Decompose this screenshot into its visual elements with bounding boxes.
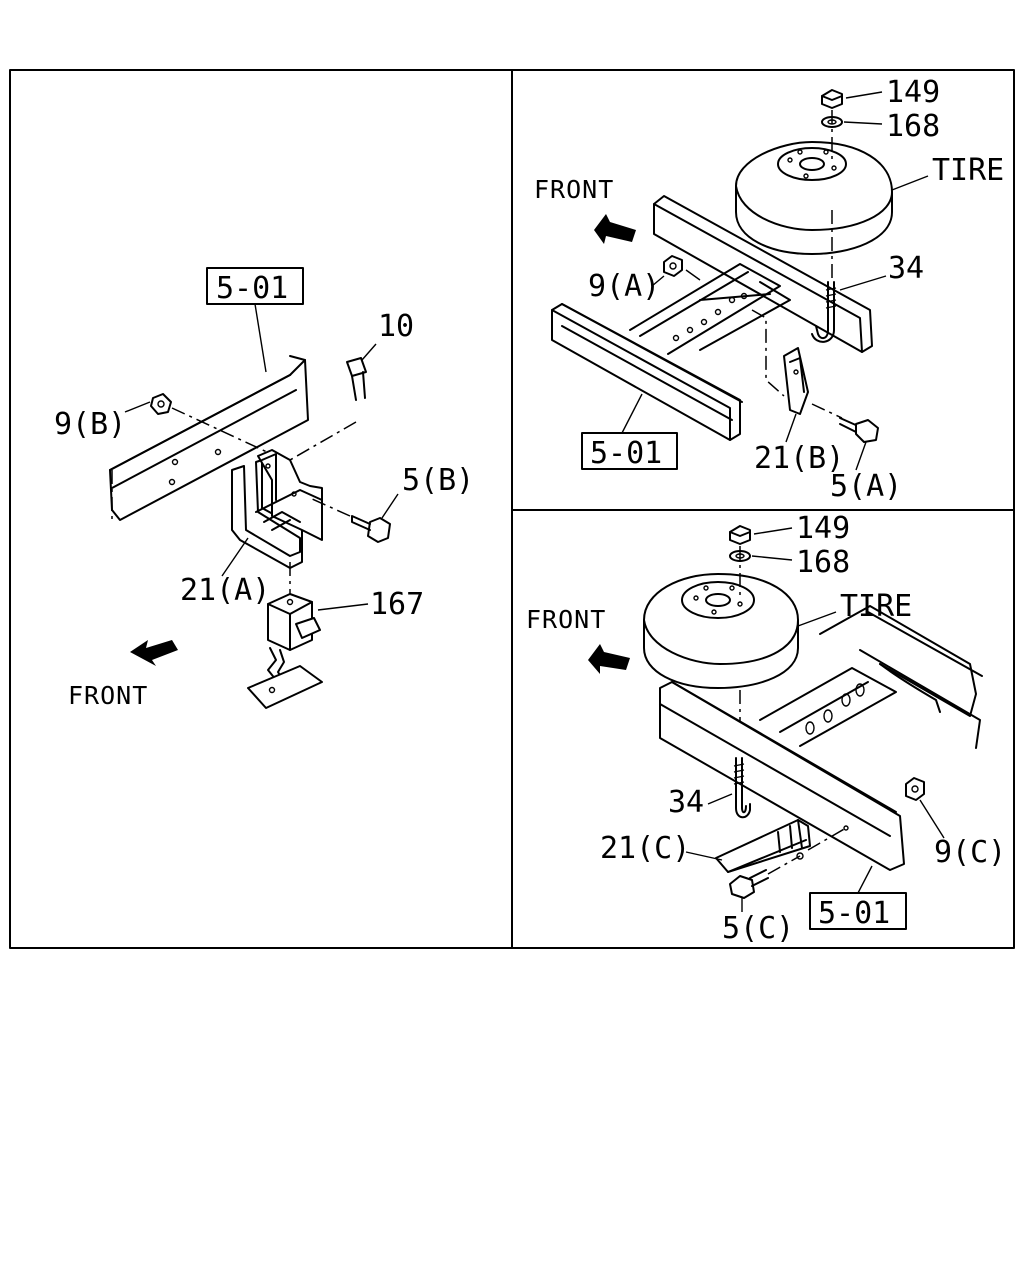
front-arrow-icon	[588, 644, 630, 674]
frame-bottom	[659, 605, 983, 871]
front-indicator-left: FRONT	[68, 640, 178, 710]
callout-9c: 9(C)	[934, 835, 1006, 870]
frame-top	[551, 195, 873, 441]
callout-34: 34	[888, 251, 924, 286]
callout-tire: TIRE	[840, 589, 912, 624]
ref-box-5-01-top: 5-01	[581, 393, 678, 471]
front-indicator-bottom: FRONT	[526, 605, 630, 674]
front-label: FRONT	[526, 605, 606, 634]
callout-34: 34	[668, 785, 704, 820]
callout-167: 167	[370, 587, 424, 622]
bolt-10: 10	[289, 309, 414, 461]
left-panel: 5-01 10 9(B) 21(A)	[54, 267, 474, 710]
bolt-5c: 5(C)	[722, 855, 801, 946]
front-arrow-icon	[594, 214, 636, 244]
ref-box-5-01-left: 5-01	[206, 267, 304, 373]
bracket-21b: 21(B)	[751, 309, 844, 476]
callout-149: 149	[796, 511, 850, 546]
ref-box-label: 5-01	[216, 271, 288, 306]
nut-9c: 9(C)	[905, 777, 1006, 870]
ref-box-label: 5-01	[818, 896, 890, 931]
callout-9b: 9(B)	[54, 407, 126, 442]
callout-21a: 21(A)	[180, 573, 270, 608]
callout-10: 10	[378, 309, 414, 344]
tire-top: TIRE	[735, 110, 1004, 280]
hook-bolt-34-top: 34	[811, 251, 924, 343]
diagram-frame	[9, 69, 1015, 949]
washer-168-top: 168	[821, 109, 940, 144]
callout-5b: 5(B)	[402, 463, 474, 498]
washer-168-bottom: 168	[729, 545, 850, 580]
top-right-panel: 149 168 TIRE	[534, 75, 1004, 504]
front-indicator-top: FRONT	[534, 175, 636, 244]
callout-21c: 21(C)	[600, 831, 690, 866]
nut-9b: 9(B)	[54, 393, 281, 459]
callout-5a: 5(A)	[830, 469, 902, 504]
bracket-21c: 21(C)	[600, 819, 847, 873]
ref-box-label: 5-01	[590, 436, 662, 471]
bolt-5b: 5(B)	[309, 463, 474, 543]
bolt-5a: 5(A)	[811, 403, 902, 504]
nut-149-top: 149	[821, 75, 940, 110]
nut-9a: 9(A)	[588, 255, 701, 304]
callout-21b: 21(B)	[754, 441, 844, 476]
callout-168: 168	[886, 109, 940, 144]
frame-rail-left	[109, 355, 309, 521]
nut-149-bottom: 149	[729, 511, 850, 546]
callout-9a: 9(A)	[588, 269, 660, 304]
front-arrow-icon	[130, 640, 178, 666]
bottom-right-panel: 149 168 TIRE	[526, 511, 1006, 946]
bracket-21a: 21(A)	[180, 449, 323, 608]
carrier-167: 167	[247, 562, 424, 709]
ref-box-5-01-bottom: 5-01	[809, 865, 907, 931]
front-label: FRONT	[68, 681, 148, 710]
callout-tire: TIRE	[932, 153, 1004, 188]
front-label: FRONT	[534, 175, 614, 204]
hook-bolt-34-bottom: 34	[668, 757, 751, 820]
callout-168: 168	[796, 545, 850, 580]
callout-5c: 5(C)	[722, 911, 794, 946]
callout-149: 149	[886, 75, 940, 110]
